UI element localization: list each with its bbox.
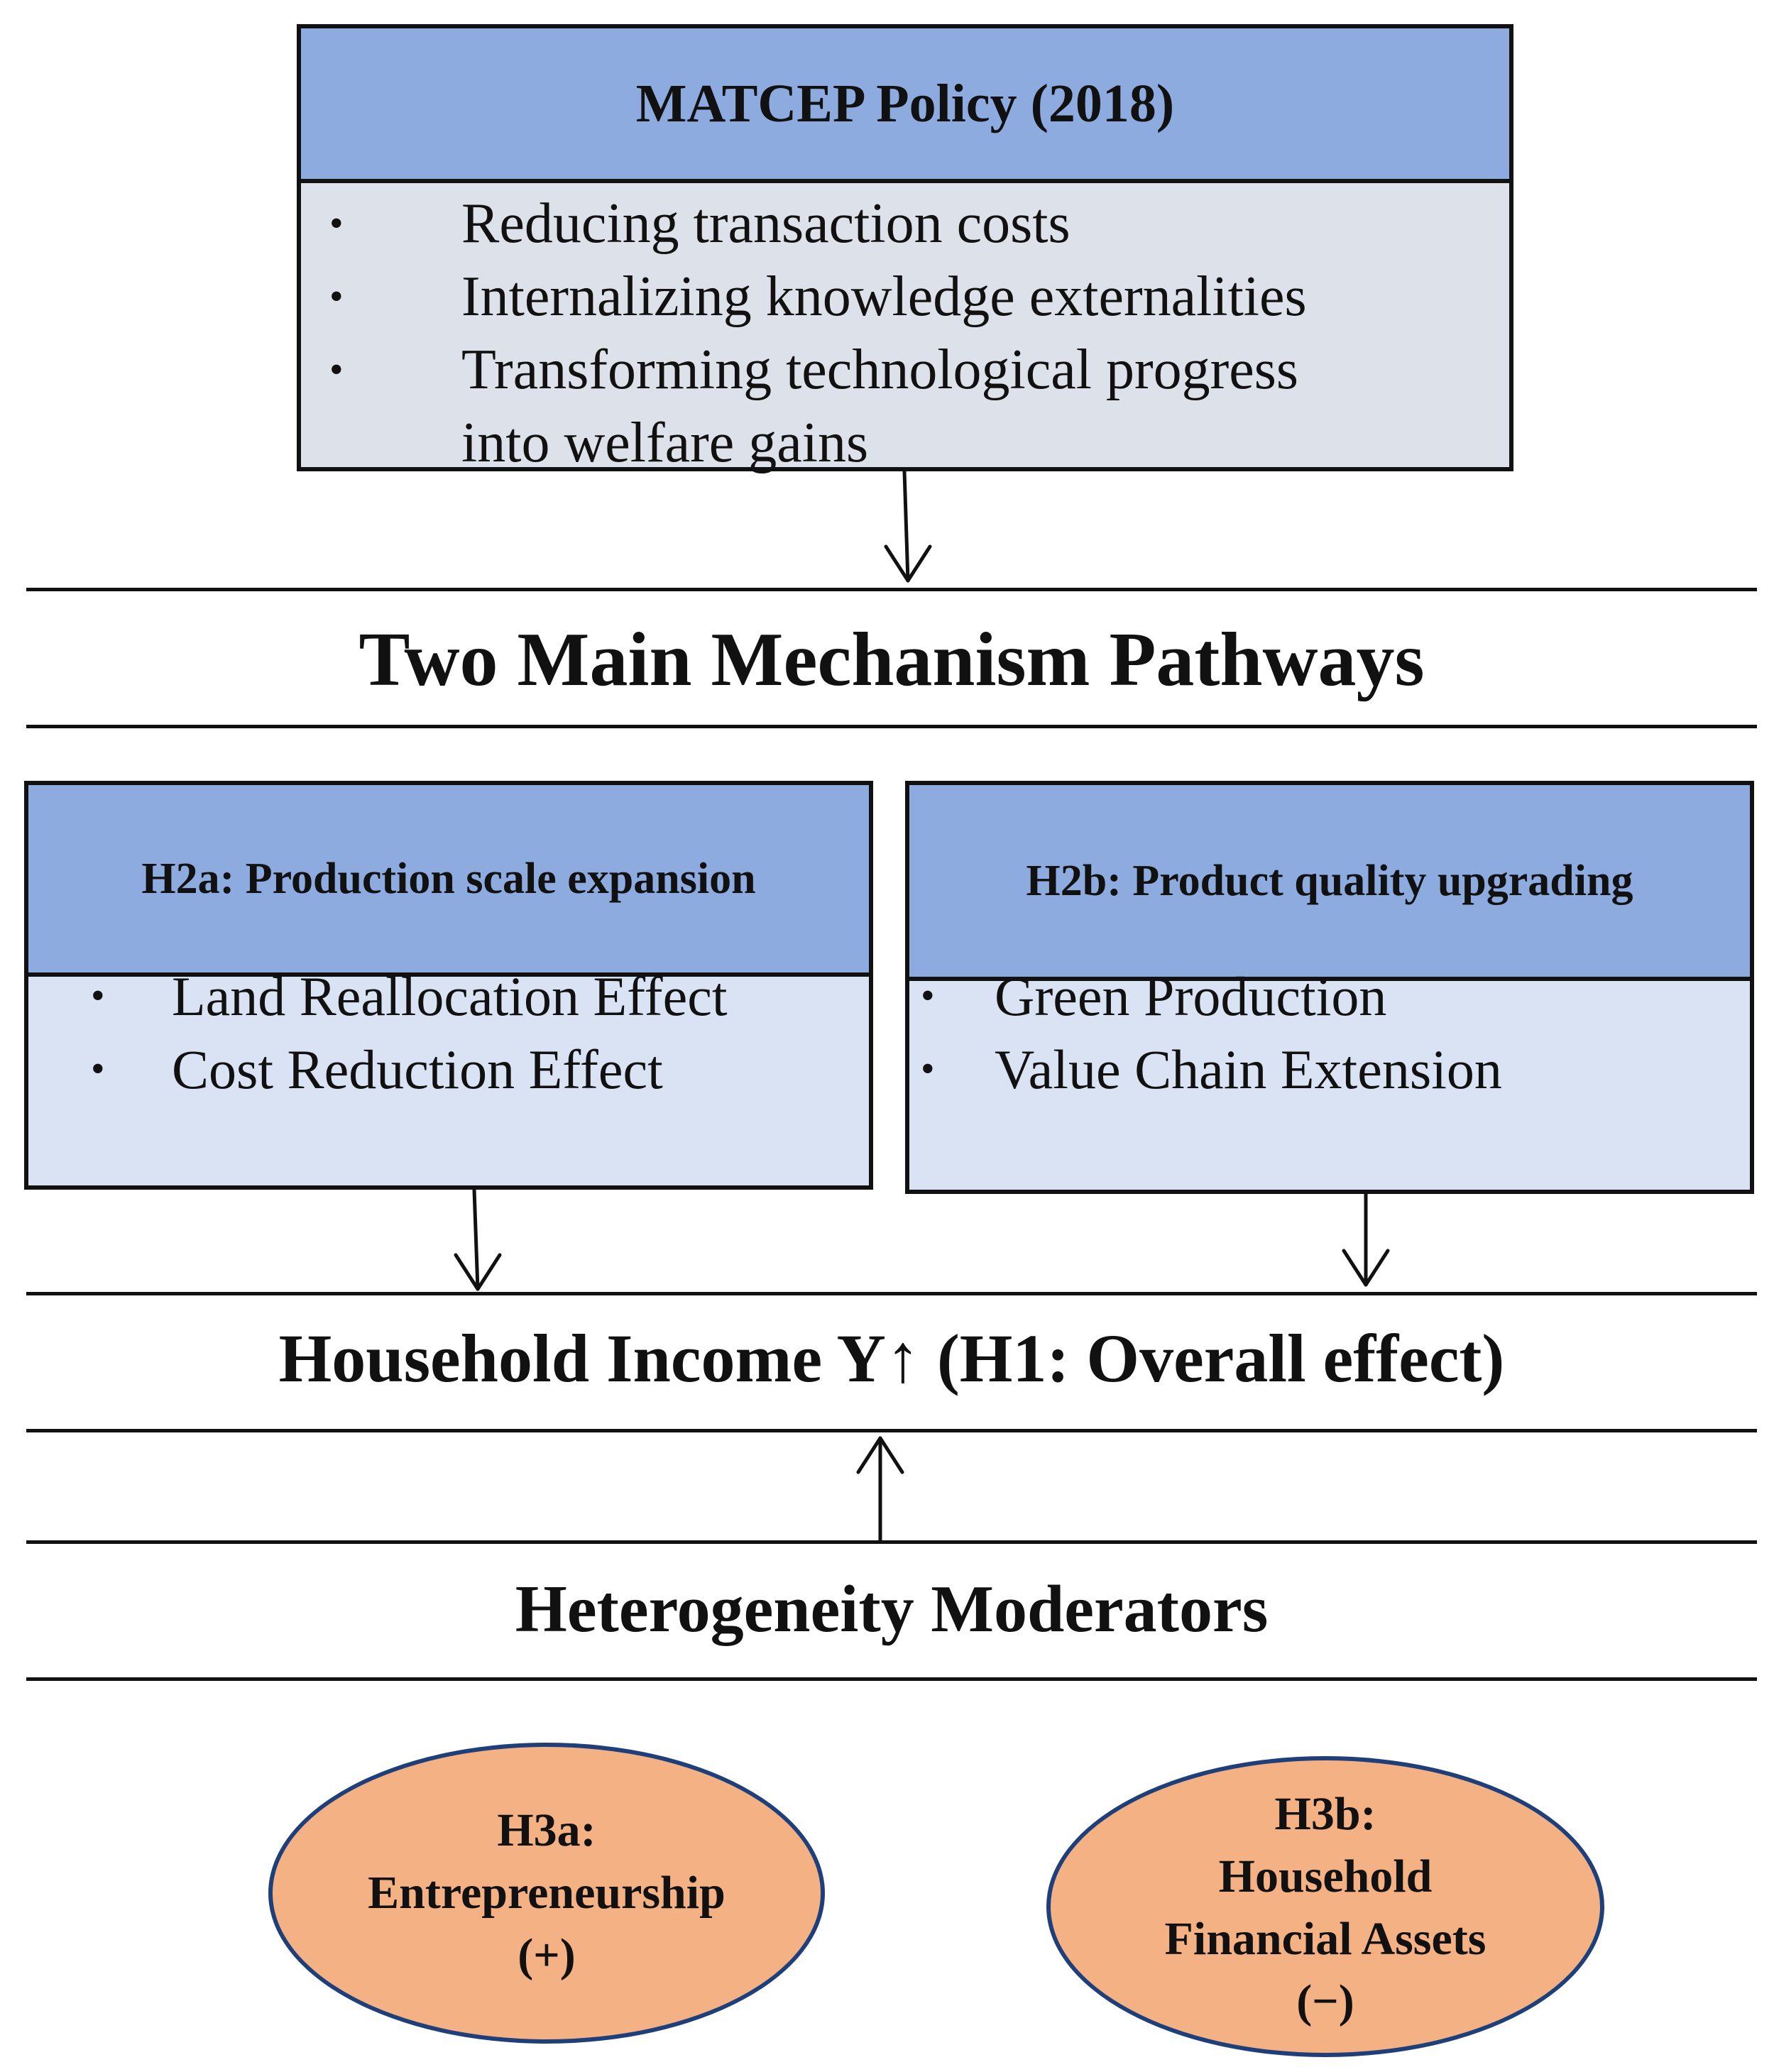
pathways-title: Two Main Mechanism Pathways [358,618,1425,702]
bullet-icon: • [921,974,935,1018]
h2a-item: •Cost Reduction Effect [28,1033,869,1106]
h2b-item: •Green Production [909,960,1750,1033]
h2b-item: •Value Chain Extension [909,1033,1750,1106]
moderators-title: Heterogeneity Moderators [515,1572,1269,1646]
h3b-name-line2: Financial Assets [1164,1913,1486,1965]
h2a-title: H2a: Production scale expansion [28,785,869,977]
h3a-name: Entrepreneurship [368,1867,726,1919]
moderators-to-income-arrow [856,1436,904,1542]
policy-item: •Reducing transaction costs [301,187,1509,261]
h2b-box: H2b: Product quality upgrading •Green Pr… [905,781,1754,1194]
divider-line [26,1292,1757,1295]
h2a-box: H2a: Production scale expansion •Land Re… [24,781,873,1190]
bullet-icon: • [91,974,105,1018]
divider-line [26,1540,1757,1544]
bullet-icon: • [329,348,344,392]
h3b-sign: (−) [1296,1975,1354,2027]
policy-item: •Internalizing knowledge externalities [301,261,1509,334]
policy-item: •Transforming technological progress [301,334,1509,407]
h3a-ellipse: H3a: Entrepreneurship (+) [268,1743,825,2044]
policy-box: MATCEP Policy (2018) •Reducing transacti… [297,24,1513,474]
h2b-to-income-arrow [1342,1192,1390,1287]
policy-title: MATCEP Policy (2018) [301,28,1509,183]
policy-list: •Reducing transaction costs •Internalizi… [301,187,1509,480]
h3b-label: H3b: [1274,1788,1376,1840]
h3b-name-line1: Household [1218,1851,1433,1902]
h2b-list: •Green Production •Value Chain Extension [909,960,1750,1106]
h3a-sign: (+) [518,1929,576,1981]
outcome-title: Household Income Y↑ (H1: Overall effect) [278,1320,1505,1396]
h3a-label: H3a: [497,1804,596,1856]
bullet-icon: • [91,1047,105,1091]
divider-line [26,1677,1757,1681]
policy-item-continuation: into welfare gains [461,412,869,474]
bullet-icon: • [329,202,344,246]
divider-line [26,588,1757,591]
divider-line [26,1429,1757,1432]
h2a-list: •Land Reallocation Effect •Cost Reductio… [28,960,869,1106]
bullet-icon: • [921,1047,935,1091]
policy-to-pathways-arrow [884,469,932,583]
bullet-icon: • [329,275,344,319]
divider-line [26,725,1757,728]
h3b-ellipse: H3b: Household Financial Assets (−) [1046,1756,1604,2057]
h2a-to-income-arrow [454,1188,502,1291]
h2a-item: •Land Reallocation Effect [28,960,869,1033]
h2b-title: H2b: Product quality upgrading [909,785,1750,981]
